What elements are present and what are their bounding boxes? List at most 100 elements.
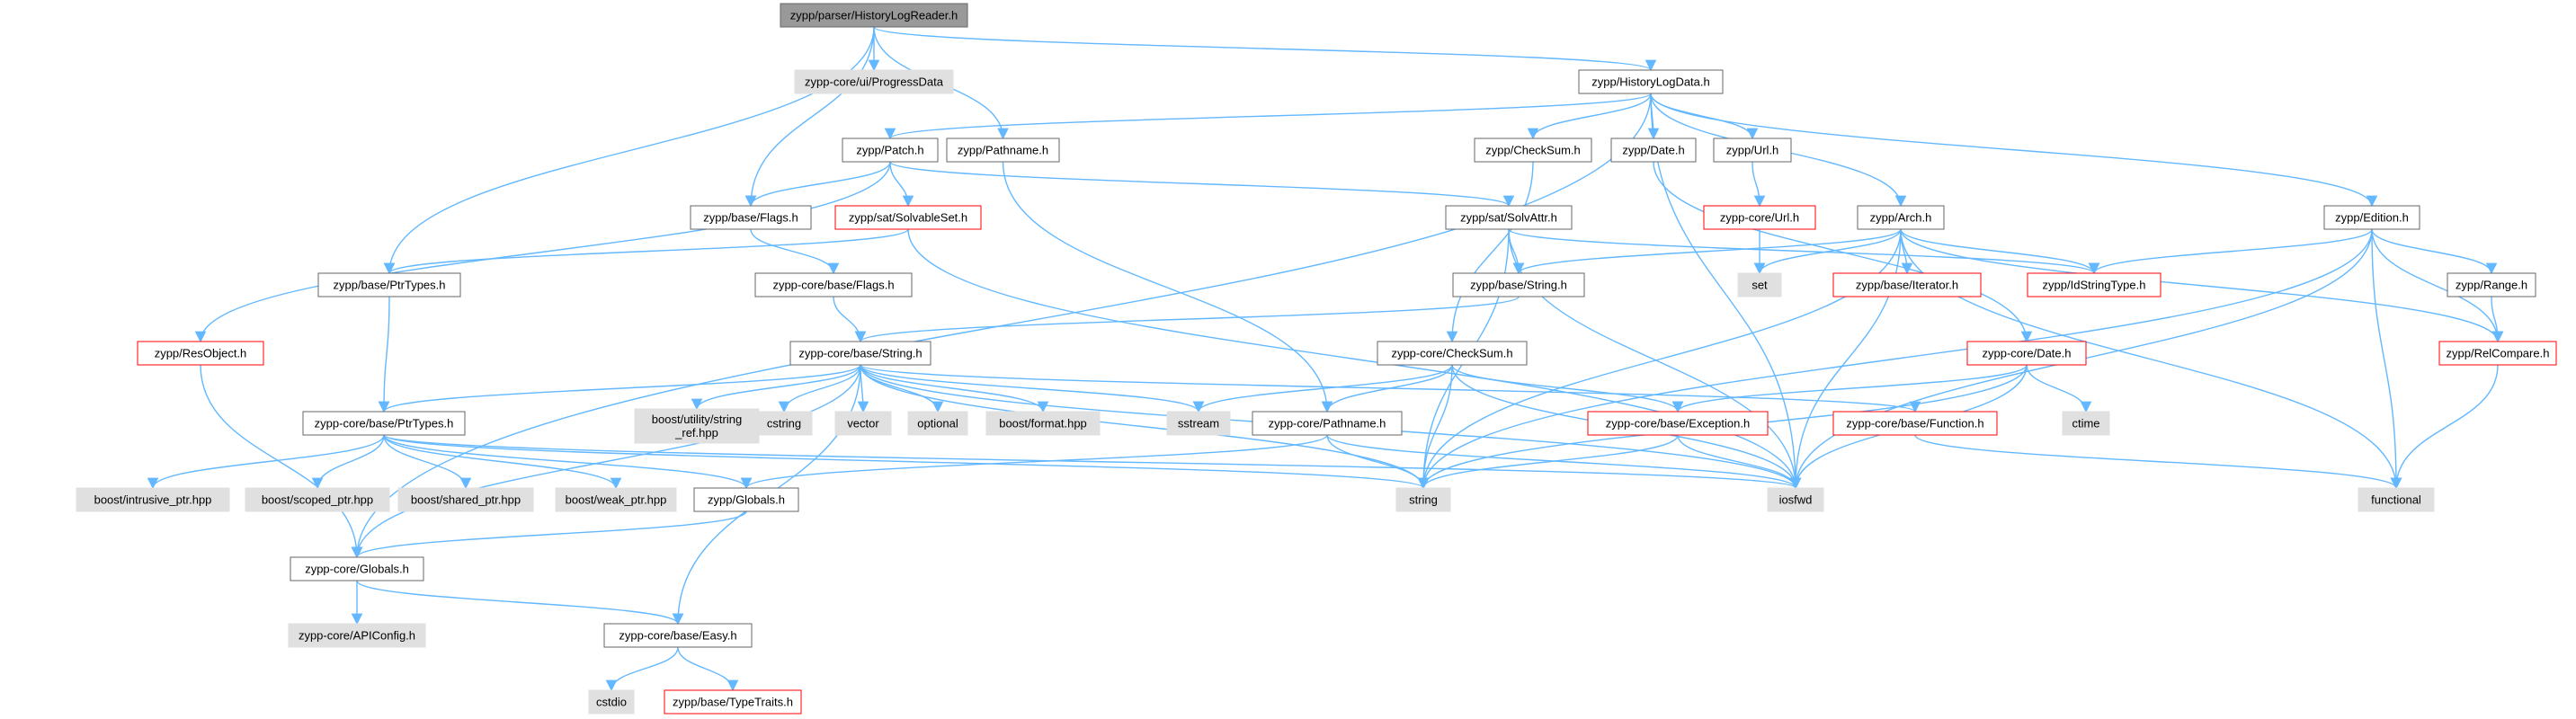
node-label-range: zypp/Range.h xyxy=(2456,279,2527,292)
node-base_ptrtypes[interactable]: zypp/base/PtrTypes.h xyxy=(317,272,461,297)
node-label-cstring: cstring xyxy=(767,417,801,431)
edge-historylogdata-to-checksum_h xyxy=(1527,93,1652,140)
node-base_iterator[interactable]: zypp/base/Iterator.h xyxy=(1832,272,1982,297)
node-label-idstringtype: zypp/IdStringType.h xyxy=(2043,279,2146,292)
node-box-base_flags xyxy=(690,205,812,230)
edge-core_string-to-boost_format xyxy=(860,364,1049,413)
node-label-checksum_h: zypp/CheckSum.h xyxy=(1485,144,1581,157)
edge-resobject-to-core_globals xyxy=(200,364,363,559)
node-pathname_h[interactable]: zypp/Pathname.h xyxy=(946,138,1060,163)
node-box-relcompare xyxy=(2438,341,2557,366)
node-label-core_easy: zypp-core/base/Easy.h xyxy=(619,629,736,643)
node-label-sstream: sstream xyxy=(1178,417,1219,431)
node-apiconfig: zypp-core/APIConfig.h xyxy=(288,623,426,648)
node-label-date_h: zypp/Date.h xyxy=(1622,144,1684,157)
node-sstream: sstream xyxy=(1166,411,1231,436)
node-solvableset[interactable]: zypp/sat/SolvableSet.h xyxy=(834,205,982,230)
node-globals_h[interactable]: zypp/Globals.h xyxy=(693,487,799,512)
node-box-historylogdata xyxy=(1578,69,1724,94)
node-label-base_flags: zypp/base/Flags.h xyxy=(703,211,798,225)
node-label-intrusive_ptr: boost/intrusive_ptr.hpp xyxy=(94,493,212,507)
node-label-relcompare: zypp/RelCompare.h xyxy=(2447,347,2550,360)
node-core_flags[interactable]: zypp-core/base/Flags.h xyxy=(754,272,913,297)
node-base_string[interactable]: zypp/base/String.h xyxy=(1452,272,1585,297)
node-box-iosfwd xyxy=(1767,487,1824,512)
node-box-core_string xyxy=(789,341,931,366)
edge-core_ptrtypes-to-shared_ptr xyxy=(383,434,472,490)
edge-solvableset-to-iosfwd xyxy=(907,228,1802,490)
node-checksum_h[interactable]: zypp/CheckSum.h xyxy=(1474,138,1592,163)
node-idstringtype[interactable]: zypp/IdStringType.h xyxy=(2027,272,2162,297)
node-label-globals_h: zypp/Globals.h xyxy=(708,493,785,507)
node-label-string_ref-line-0: boost/utility/string xyxy=(652,413,742,426)
node-core_ptrtypes[interactable]: zypp-core/base/PtrTypes.h xyxy=(302,411,466,436)
node-label-resobject: zypp/ResObject.h xyxy=(155,347,247,360)
node-label-historylogdata: zypp/HistoryLogData.h xyxy=(1591,75,1710,89)
node-label-iosfwd: iosfwd xyxy=(1779,493,1813,507)
node-core_globals[interactable]: zypp-core/Globals.h xyxy=(290,556,424,581)
node-box-patch xyxy=(842,138,939,163)
node-box-typetraits xyxy=(664,689,802,715)
edge-patch-to-base_flags xyxy=(744,161,891,208)
node-label-pathname_h: zypp/Pathname.h xyxy=(958,144,1048,157)
node-url_h[interactable]: zypp/Url.h xyxy=(1713,138,1792,163)
node-core_string[interactable]: zypp-core/base/String.h xyxy=(789,341,931,366)
node-cstring: cstring xyxy=(755,411,813,436)
node-string_ref: boost/utility/string_ref.hpp xyxy=(634,408,760,444)
node-core_exception[interactable]: zypp-core/base/Exception.h xyxy=(1587,411,1769,436)
node-weak_ptr: boost/weak_ptr.hpp xyxy=(555,487,677,512)
edge-patch-to-solvattr xyxy=(889,161,1514,208)
node-box-weak_ptr xyxy=(555,487,677,512)
node-box-string xyxy=(1395,487,1451,512)
node-relcompare[interactable]: zypp/RelCompare.h xyxy=(2438,341,2557,366)
node-box-core_pathname xyxy=(1252,411,1403,436)
node-patch[interactable]: zypp/Patch.h xyxy=(842,138,939,163)
edge-solvattr-to-idstringtype xyxy=(1508,228,2099,275)
node-label-optional: optional xyxy=(917,417,958,431)
node-label-weak_ptr: boost/weak_ptr.hpp xyxy=(566,493,667,507)
edge-core_string-to-string xyxy=(860,364,1430,490)
edge-core_ptrtypes-to-globals_h xyxy=(383,434,753,490)
node-solvattr[interactable]: zypp/sat/SolvAttr.h xyxy=(1445,205,1573,230)
edge-core_function-to-functional xyxy=(1914,434,2402,490)
node-label-arch: zypp/Arch.h xyxy=(1870,211,1932,225)
edge-base_string-to-core_string xyxy=(855,296,1520,343)
node-box-core_function xyxy=(1832,411,1998,436)
node-box-base_iterator xyxy=(1832,272,1982,297)
node-core_easy[interactable]: zypp-core/base/Easy.h xyxy=(603,623,753,648)
node-label-functional: functional xyxy=(2371,493,2421,507)
node-historylogdata[interactable]: zypp/HistoryLogData.h xyxy=(1578,69,1724,94)
node-arch[interactable]: zypp/Arch.h xyxy=(1857,205,1945,230)
node-resobject[interactable]: zypp/ResObject.h xyxy=(137,341,264,366)
node-set: set xyxy=(1737,272,1782,297)
node-label-shared_ptr: boost/shared_ptr.hpp xyxy=(411,493,521,507)
edge-layer xyxy=(147,26,2504,692)
node-edition[interactable]: zypp/Edition.h xyxy=(2323,205,2420,230)
edge-patch-to-resobject xyxy=(194,161,891,343)
node-root[interactable]: zypp/parser/HistoryLogReader.h xyxy=(780,3,968,28)
edge-range-to-relcompare xyxy=(2491,296,2504,343)
node-core_function[interactable]: zypp-core/base/Function.h xyxy=(1832,411,1998,436)
node-core_pathname[interactable]: zypp-core/Pathname.h xyxy=(1252,411,1403,436)
node-box-pathname_h xyxy=(946,138,1060,163)
node-label-core_checksum: zypp-core/CheckSum.h xyxy=(1391,347,1512,360)
node-range[interactable]: zypp/Range.h xyxy=(2447,272,2536,297)
edge-edition-to-range xyxy=(2371,228,2498,275)
node-core_date[interactable]: zypp-core/Date.h xyxy=(1966,341,2087,366)
edge-edition-to-idstringtype xyxy=(2088,228,2373,275)
node-core_url[interactable]: zypp-core/Url.h xyxy=(1703,205,1816,230)
node-core_checksum[interactable]: zypp-core/CheckSum.h xyxy=(1377,341,1528,366)
node-date_h[interactable]: zypp/Date.h xyxy=(1610,138,1697,163)
node-box-shared_ptr xyxy=(397,487,534,512)
node-box-base_ptrtypes xyxy=(317,272,461,297)
node-label-base_ptrtypes: zypp/base/PtrTypes.h xyxy=(333,279,445,292)
node-box-idstringtype xyxy=(2027,272,2162,297)
node-vector: vector xyxy=(834,411,892,436)
edge-solvattr-to-base_string xyxy=(1508,228,1525,275)
node-box-base_string xyxy=(1452,272,1585,297)
node-box-progressdata xyxy=(794,69,954,94)
node-typetraits[interactable]: zypp/base/TypeTraits.h xyxy=(664,689,802,715)
edge-relcompare-to-functional xyxy=(2390,364,2499,490)
node-base_flags[interactable]: zypp/base/Flags.h xyxy=(690,205,812,230)
node-box-solvableset xyxy=(834,205,982,230)
